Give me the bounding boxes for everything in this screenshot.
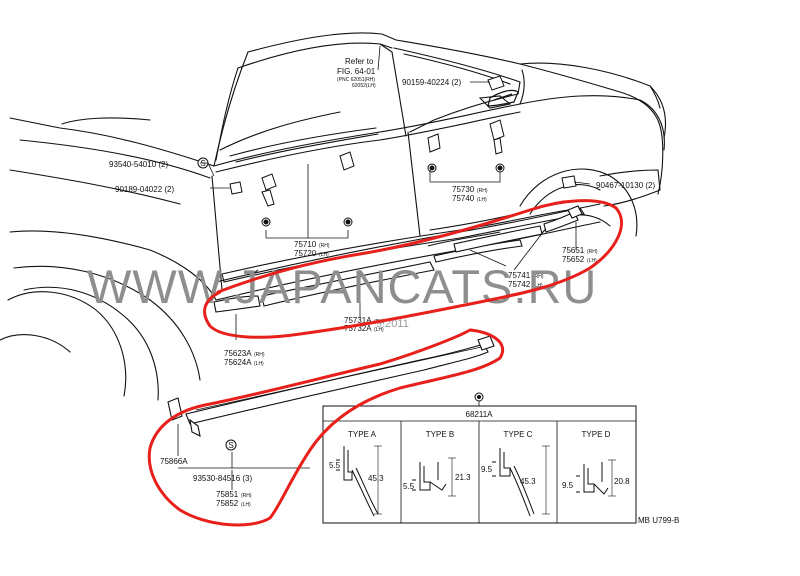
part-90189: 90189-04022 (2) — [115, 185, 174, 194]
part-75852: 75852 — [216, 499, 239, 508]
lower-rocker-moulding — [167, 335, 495, 437]
watermark-text: WWW.JAPANCATS.RU — [87, 260, 597, 313]
type-d-profile — [576, 459, 616, 497]
car-body-outline — [0, 32, 667, 401]
type-d-label: TYPE D — [582, 430, 611, 439]
type-d-dim-1: 9.5 — [562, 481, 574, 490]
part-93540: 93540-54010 (2) — [109, 160, 168, 169]
part-75851: 75851 — [216, 490, 239, 499]
red-highlight-marks — [147, 199, 623, 527]
part-75852-lh: (LH) — [241, 502, 251, 508]
figure-code: MB U799-B — [638, 516, 679, 525]
part-75720-lh: (LH) — [319, 252, 329, 258]
type-c-label: TYPE C — [504, 430, 533, 439]
leader-lines — [177, 45, 591, 490]
highlight-loop-lower — [147, 328, 504, 527]
part-90467: 90467-10130 (2) — [596, 181, 655, 190]
pnc-label-1: (PNC 62051(RH) — [337, 77, 375, 83]
part-75623a-rh: (RH) — [254, 352, 265, 358]
type-a-label: TYPE A — [348, 430, 377, 439]
type-c-dim-2: 45.3 — [520, 477, 536, 486]
rear-window-moulding — [487, 89, 519, 107]
fastener-dots — [261, 163, 505, 227]
part-75866a: 75866A — [160, 457, 188, 466]
type-c-dim-1: 9.5 — [481, 465, 493, 474]
type-d-dim-2: 20.8 — [614, 477, 630, 486]
part-75651-rh: (RH) — [587, 249, 598, 255]
part-75624a: 75624A — [224, 358, 252, 367]
part-75710-rh: (RH) — [319, 243, 330, 249]
part-75742: 75742 — [508, 280, 531, 289]
s-mark-2 — [225, 439, 237, 451]
part-75730: 75730 — [452, 185, 475, 194]
part-75730-rh: (RH) — [477, 188, 488, 194]
part-75851-rh: (RH) — [241, 493, 252, 499]
type-a-dim-2: 45.3 — [368, 474, 384, 483]
section-table: 68211A TYPE A TYPE B TYPE C TYPE D 5.5 4… — [322, 392, 637, 524]
part-75732a: 75732A — [344, 324, 372, 333]
part-75720: 75720 — [294, 249, 317, 258]
part-75740: 75740 — [452, 194, 475, 203]
part-75740-lh: (LH) — [477, 197, 487, 203]
refer-to-label: Refer to — [345, 57, 374, 66]
rocker-moulding-front — [213, 205, 583, 313]
callouts: Refer to FIG. 64-01 (PNC 62051(RH) 62052… — [109, 57, 655, 508]
part-75710: 75710 — [294, 240, 317, 249]
part-75741-rh: (RH) — [533, 274, 544, 280]
part-93530: 93530-84516 (3) — [193, 474, 252, 483]
type-b-profile — [412, 457, 456, 497]
clips — [229, 75, 577, 207]
part-90159: 90159-40224 (2) — [402, 78, 461, 87]
part-75652-lh: (LH) — [587, 258, 597, 264]
s-mark-2-text: S — [228, 441, 233, 450]
type-b-label: TYPE B — [426, 430, 454, 439]
part-75742-lh: (LH) — [533, 283, 543, 289]
part-75652: 75652 — [562, 255, 585, 264]
type-b-dim-1: 5.5 — [403, 482, 415, 491]
part-75651: 75651 — [562, 246, 585, 255]
part-75731a: 75731A — [344, 316, 372, 325]
part-75732a-lh: (LH) — [374, 327, 384, 333]
part-75623a: 75623A — [224, 349, 252, 358]
pnc-label-2: 62052(LH) — [352, 83, 376, 89]
type-a-dim-1: 5.5 — [329, 461, 341, 470]
highlight-loop-upper — [203, 199, 623, 339]
type-a-profile — [336, 445, 382, 517]
type-b-dim-2: 21.3 — [455, 473, 471, 482]
part-75624a-lh: (LH) — [254, 361, 264, 367]
part-75741: 75741 — [508, 271, 531, 280]
table-header: 68211A — [466, 410, 494, 419]
type-c-profile — [492, 445, 550, 517]
fig-ref-label: FIG. 64-01 — [337, 67, 376, 76]
s-mark-1-text: S — [200, 159, 205, 168]
